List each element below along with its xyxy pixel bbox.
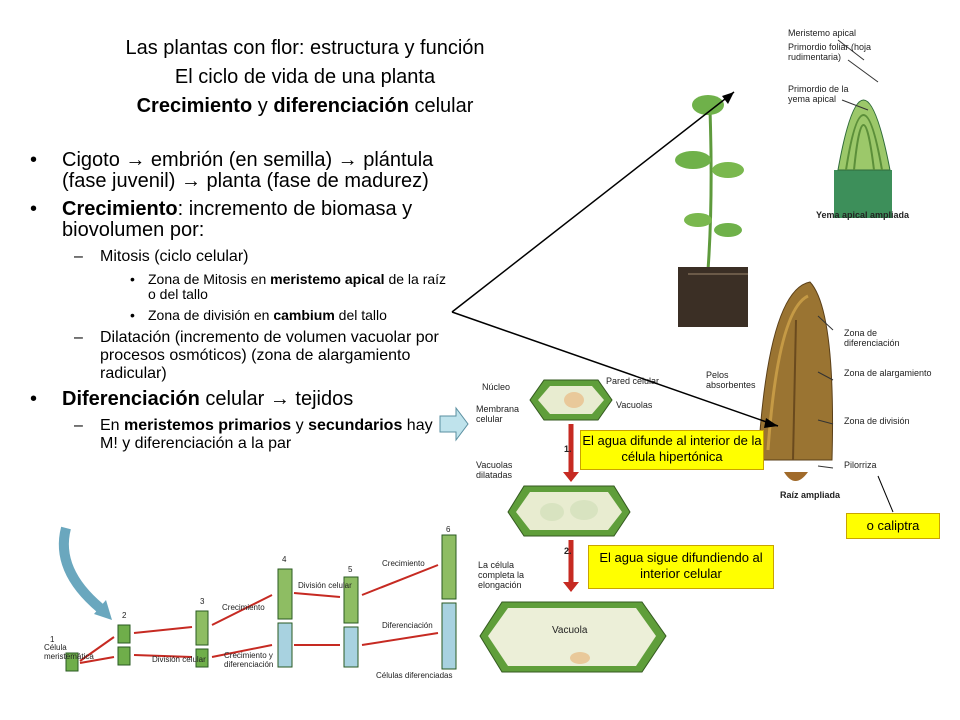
bud-shape [837,99,891,171]
callout-sigue: El agua sigue difundiendo al interior ce… [588,545,774,589]
label-vacuolas-dilatadas: Vacuolas dilatadas [476,460,513,480]
block-arrow-icon [439,406,469,442]
label-crecimiento-1: Crecimiento [222,603,265,612]
label-zona-alargamiento: Zona de alargamiento [844,368,932,378]
label-crecimiento-2: Crecimiento [382,559,425,568]
bullet-list: • Cigoto → embrión (en semilla) → plántu… [30,150,450,459]
arrow-icon: → [337,149,358,171]
curved-arrow-icon [58,526,104,612]
label-division-2: División celular [298,581,352,590]
label-primordio-foliar: Primordio foliar (hoja rudimentaria) [788,42,872,62]
label-n4: 4 [282,555,287,564]
soil-block [678,267,748,327]
bud-base [834,170,892,218]
label-pared: Pared celular [606,376,660,386]
label-n6: 6 [446,525,451,534]
label-completa: La célula completa la elongación [478,560,525,590]
bullet-dot: • [30,198,38,220]
label-n5: 5 [348,565,353,574]
label-meristemo: Meristemo apical [788,28,857,38]
callout-difunde: El agua difunde al interior de la célula… [580,430,764,470]
caption-raiz: Raíz ampliada [780,490,841,500]
arrow-icon: → [269,388,290,410]
label-diferenciacion: Diferenciación [382,621,433,630]
label-celulas-diferenciadas: Células diferenciadas [376,671,453,680]
label-primordio-yema: Primordio de la yema apical [788,84,849,104]
caliptra-leader [877,475,894,513]
label-n3: 3 [200,597,205,606]
cell-elongation-figure: Núcleo Pared celular Membrana celular Va… [466,360,674,678]
bullet-dot: • [30,149,38,171]
label-vacuola: Vacuola [552,625,588,636]
title-line-2: El ciclo de vida de una planta [174,66,436,88]
cell-illustration [479,379,667,673]
title-line-1: Las plantas con flor: estructura y funci… [125,37,485,59]
sub-bullet-mitosis: –Mitosis (ciclo celular) [74,248,249,265]
plant-stem [706,109,713,271]
slide-title: Las plantas con flor: estructura y funci… [40,34,570,121]
growth-illustration [65,534,457,672]
label-pilorriza: Pilorriza [844,460,877,470]
bullet-crecimiento: • Crecimiento: incremento de biomasa y b… [30,198,413,241]
label-pelos: Pelos absorbentes [706,370,756,390]
label-zona-division: Zona de división [844,416,910,426]
nucleus-shape [564,392,584,408]
label-step-2: 2. [564,546,572,556]
label-n1: 1 [50,635,55,644]
label-nucleo: Núcleo [482,382,511,392]
label-membrana: Membrana celular [476,404,520,424]
sub-bullet-dilatacion: –Dilatación (incremento de volumen vacuo… [74,329,439,382]
arrow-icon: → [125,149,146,171]
plant-illustration [675,39,892,481]
sub-bullet-meristemos: –En meristemos primarios y secundarios h… [74,417,433,452]
connector-line-upper [451,91,735,313]
label-crec-dif: Crecimiento y diferenciación [224,651,274,669]
sub-sub-bullet-meristemo: •Zona de Mitosis en meristemo apical de … [130,271,447,302]
bullet-dot: • [30,388,38,410]
label-division: División celular [152,655,206,664]
arrow-icon: → [180,170,201,192]
caption-yema: Yema apical ampliada [816,210,910,220]
bullet-diferenciacion: • Diferenciación celular → tejidos [30,388,354,410]
label-zona-diferenciacion: Zona de diferenciación [844,328,900,348]
growth-differentiation-figure: 1 2 3 4 5 6 Célula meristemática Divisió… [42,525,466,680]
connector-line-lower [451,311,779,427]
plant-figure: Meristemo apical Primordio foliar (hoja … [668,20,940,508]
label-vacuolas: Vacuolas [616,400,653,410]
label-step-1: 1. [564,444,572,454]
callout-caliptra: o caliptra [846,513,940,539]
title-line-3: Crecimiento y diferenciación celular [136,95,474,117]
bullet-cycle: • Cigoto → embrión (en semilla) → plántu… [30,149,434,192]
label-n2: 2 [122,611,127,620]
sub-sub-bullet-cambium: •Zona de división en cambium del tallo [130,307,387,323]
